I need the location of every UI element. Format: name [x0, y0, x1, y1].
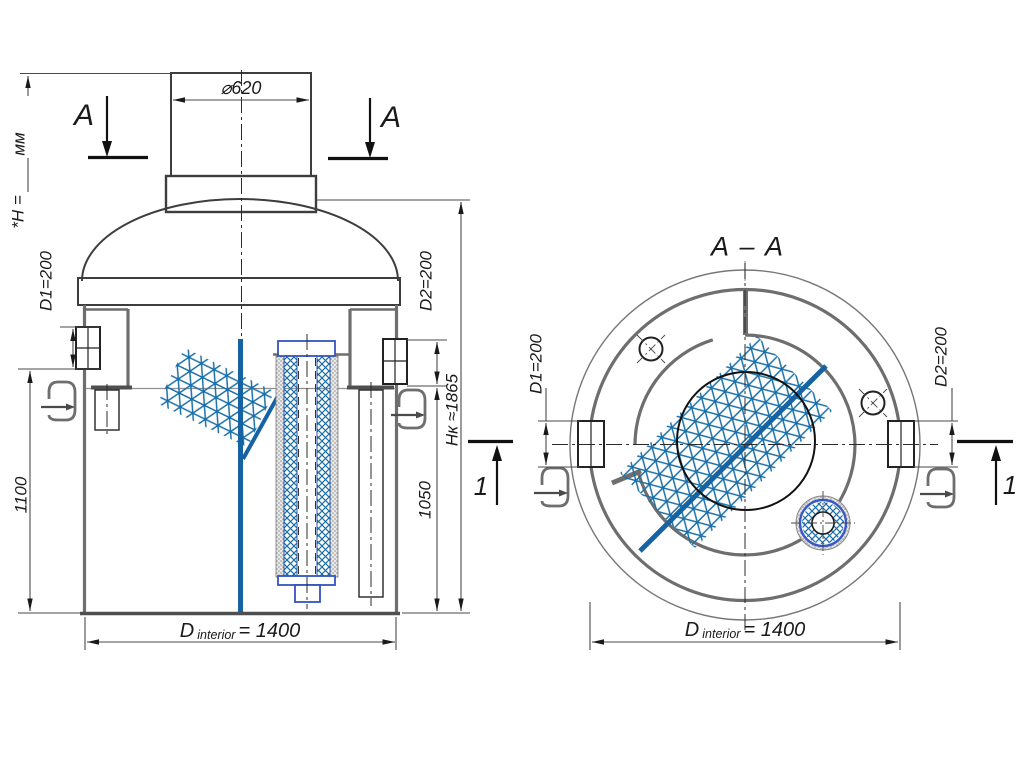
dim-interior-sub: interior [197, 627, 236, 642]
section-label-1-right: 1 [1002, 470, 1018, 500]
dim-inlet-elevation: 1100 [11, 476, 31, 514]
h-note-prefix: *H = [8, 195, 28, 229]
dim-interior-diameter-plan: D interior = 1400 [685, 620, 805, 641]
section-cut-1-left [468, 439, 513, 505]
section-cut-1-right [957, 439, 1013, 505]
dim-inlet-nozzle-plan: D1=200 [526, 333, 546, 395]
outlet-nozzle-front [382, 338, 408, 385]
section-arrow-up-icon [492, 445, 502, 461]
tank-flange-band [77, 277, 401, 306]
baffle-ring [633, 338, 714, 446]
section-cut-a-right [328, 98, 388, 161]
dim-outlet-elevation: 1050 [415, 481, 435, 519]
filter-cartridge [275, 334, 339, 609]
flow-direction-icon [39, 380, 77, 422]
dim-body-height: Hк ≈1865 [442, 373, 462, 447]
dim-interior-diameter-front: D interior = 1400 [180, 621, 300, 642]
bolt-marker [636, 334, 666, 364]
section-label-1-left: 1 [473, 471, 489, 501]
front-view [39, 70, 427, 616]
outlet-pipe-section [791, 491, 855, 555]
dim-neck-diameter: ⌀620 [220, 78, 262, 98]
coalescing-mesh-pack [157, 347, 275, 448]
divider-plate-plan [638, 364, 828, 553]
flow-direction-icon [918, 467, 956, 509]
section-view-dimensions [468, 388, 1013, 650]
h-note-units: мм [9, 132, 29, 156]
tank-dome [81, 198, 399, 282]
section-arrow-down-icon [102, 141, 112, 157]
section-arrow-down-icon [365, 142, 375, 158]
coalescing-mesh-pack-plan [619, 335, 833, 549]
section-arrow-up-icon [991, 445, 1001, 461]
section-cut-a-left [88, 96, 148, 160]
dim-interior-prefix: D [179, 619, 195, 642]
manhole-circle [676, 371, 816, 511]
dim-outlet-nozzle-front: D2=200 [416, 250, 436, 312]
section-view-a-a [532, 261, 956, 633]
dim-inlet-nozzle-front: D1=200 [36, 250, 56, 312]
dim-interior-sub: interior [702, 626, 741, 641]
inlet-nozzle-front [75, 326, 101, 370]
dim-interior-value: = 1400 [238, 619, 301, 642]
front-view-dimensions [18, 72, 470, 650]
flow-direction-icon [532, 466, 570, 508]
dim-interior-value: = 1400 [743, 618, 806, 641]
mesh-support-strut [241, 395, 280, 460]
section-view-title: A – A [710, 231, 786, 262]
dim-outlet-nozzle-plan: D2=200 [931, 326, 951, 388]
section-label-a-right: A [380, 101, 402, 134]
bolt-marker [858, 388, 888, 418]
dim-interior-prefix: D [684, 618, 700, 641]
section-label-a-left: A [73, 99, 95, 132]
